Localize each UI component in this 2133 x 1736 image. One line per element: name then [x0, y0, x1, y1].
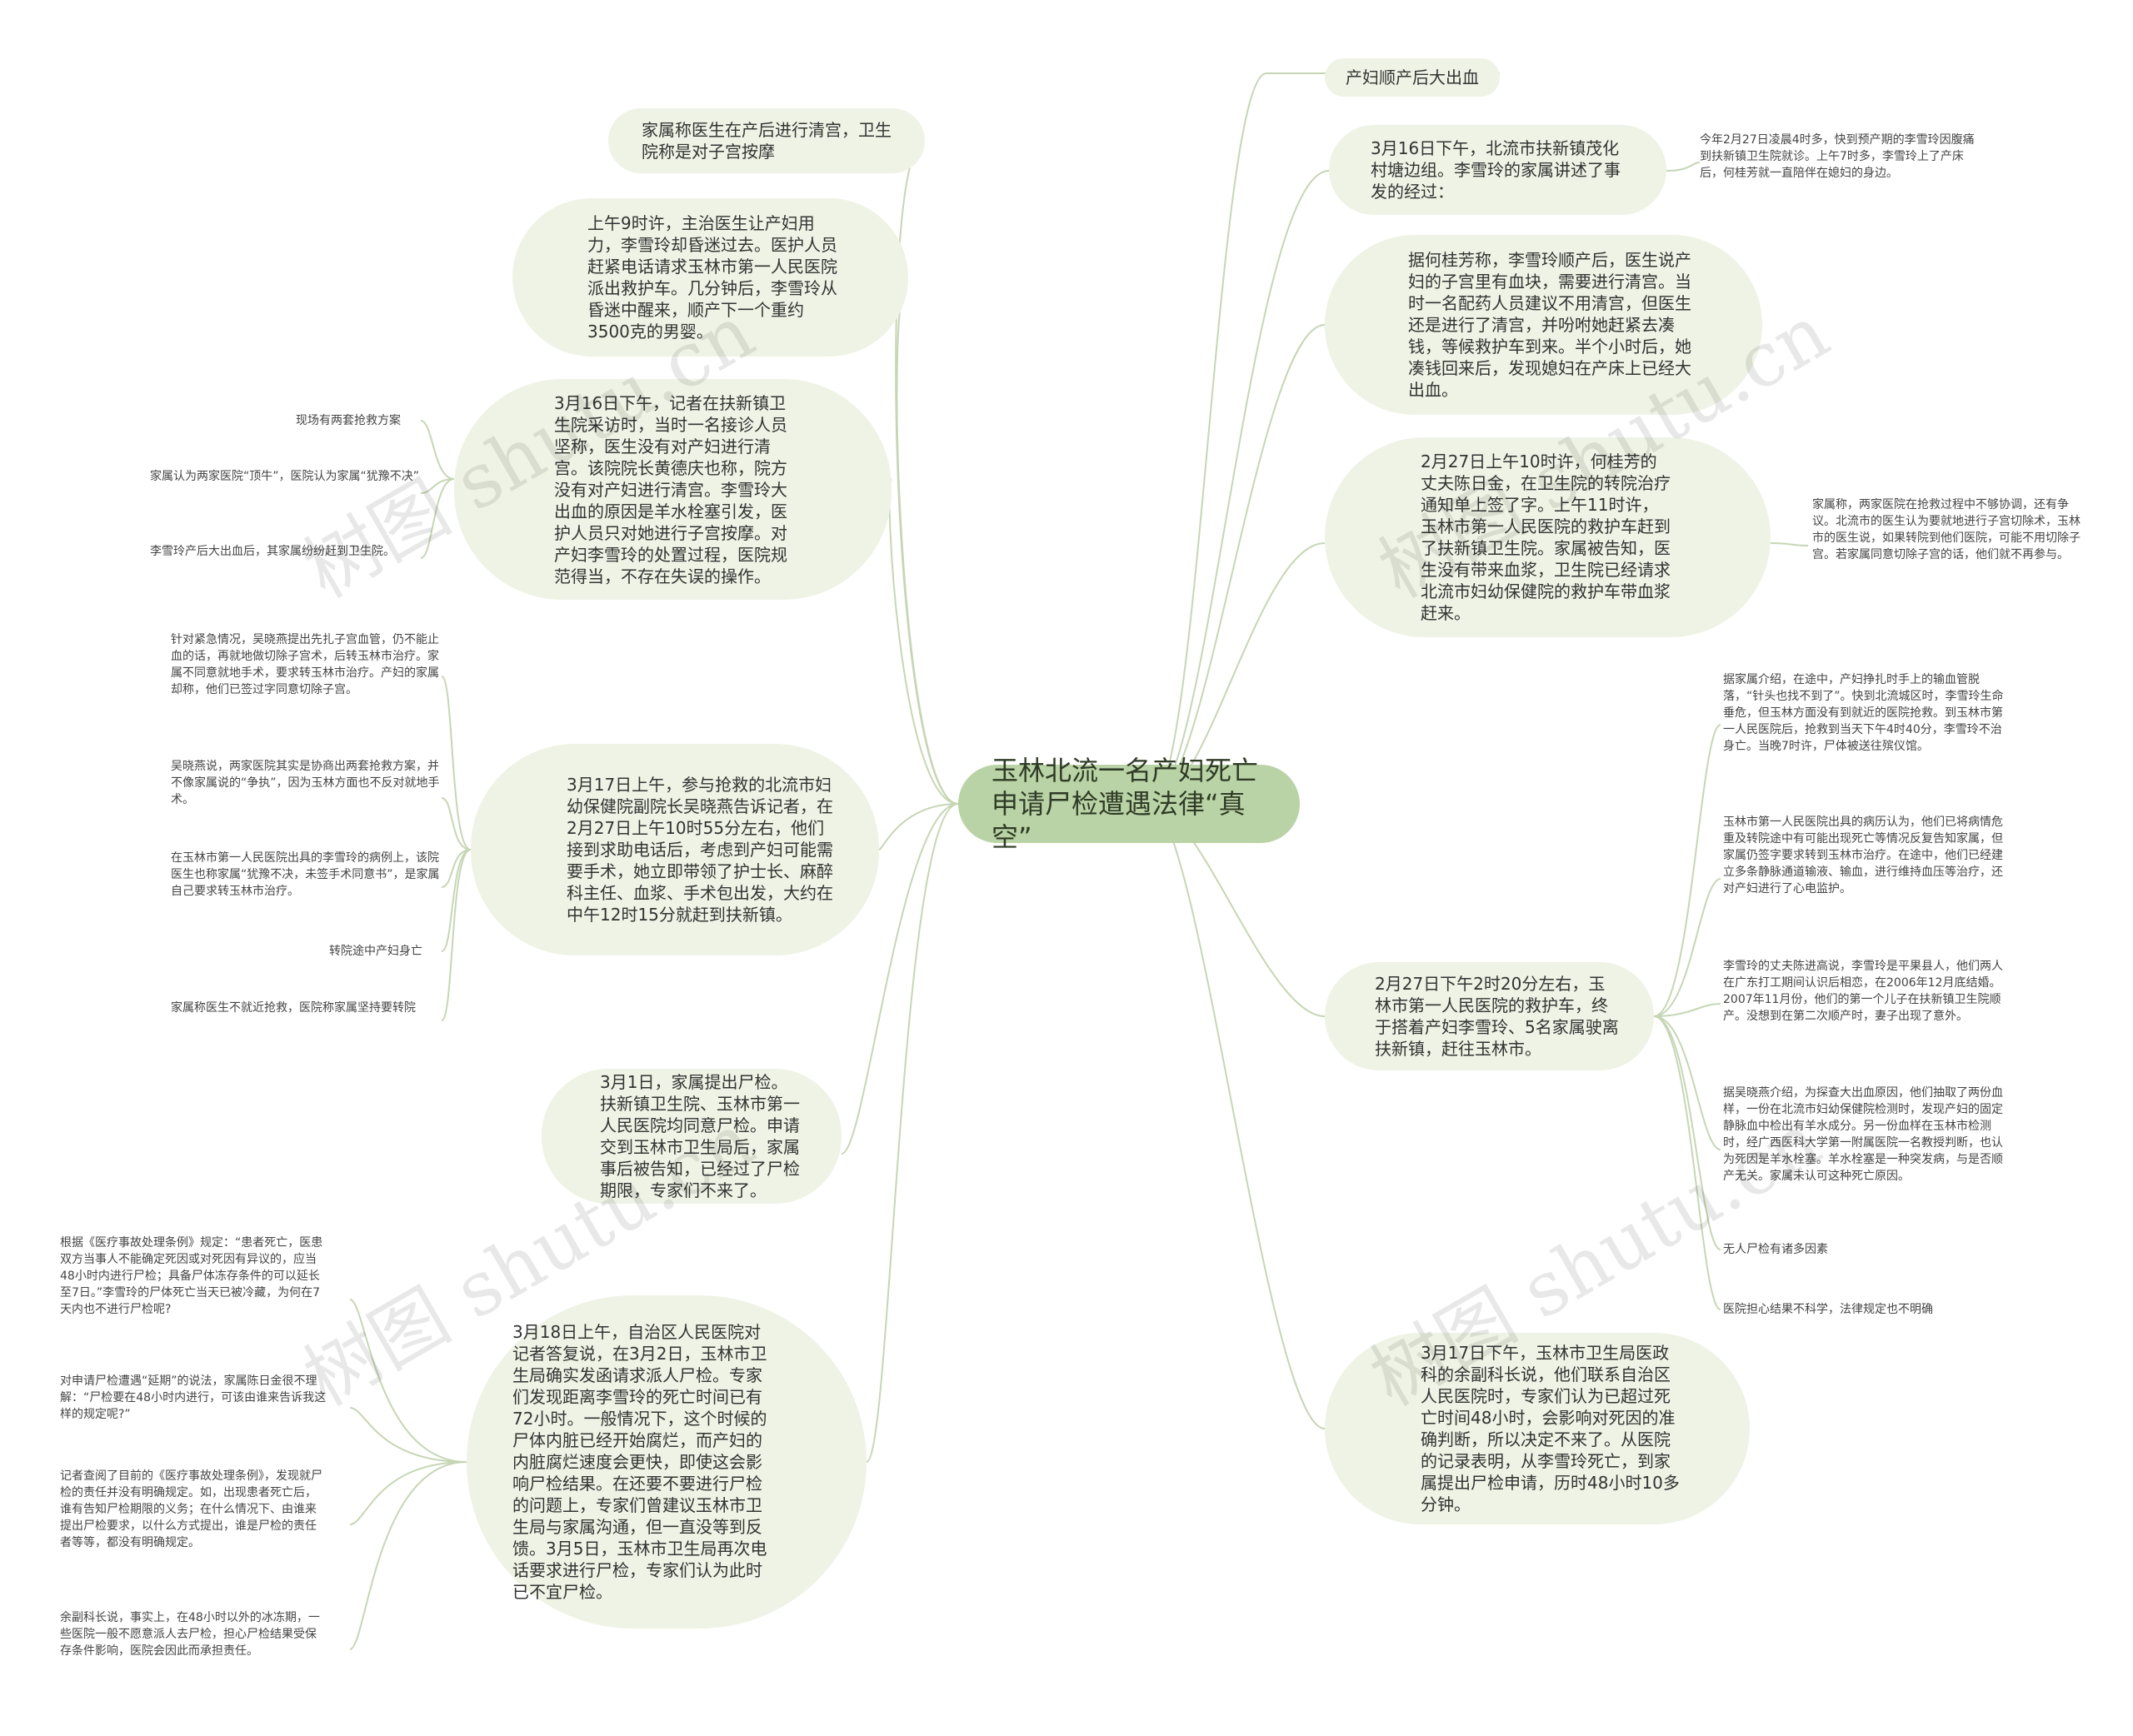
left-branch-6-text: 3月18日上午，自治区人民医院对记者答复说，在3月2日，玉林市卫生局确实发函请求…	[512, 1322, 767, 1602]
left-branch-3-text: 3月16日下午，记者在扶新镇卫生院采访时，当时一名接诊人员坚称，医生没有对产妇进…	[554, 392, 787, 586]
left-branch-1[interactable]: 家属称医生在产后进行清宫，卫生院称是对子宫按摩	[608, 108, 925, 173]
right-branch-5-text: 2月27日下午2时20分左右，玉林市第一人民医院的救护车，终于搭着产妇李雪玲、5…	[1375, 974, 1619, 1059]
left-b4-leaf-2[interactable]: 吴晓燕说，两家医院其实是协商出两套抢救方案，并不像家属说的“争执”，因为玉林方面…	[171, 760, 440, 806]
right-branch-6-text: 3月17日下午，玉林市卫生局医政科的余副科长说，他们联系自治区人民医院时，专家们…	[1421, 1343, 1680, 1514]
right-branch-5[interactable]: 2月27日下午2时20分左右，玉林市第一人民医院的救护车，终于搭着产妇李雪玲、5…	[1325, 962, 1654, 1070]
right-b5-leaf-4[interactable]: 据吴晓燕介绍，为探查大出血原因，他们抽取了两份血样，一份在北流市妇幼保健院检测时…	[1723, 1086, 2003, 1183]
left-b4-leaf-4[interactable]: 转院途中产妇身亡	[329, 945, 422, 958]
left-branch-2-text: 上午9时许，主治医生让产妇用力，李雪玲却昏迷过去。医护人员赶紧电话请求玉林市第一…	[587, 213, 837, 342]
right-branch-2[interactable]: 3月16日下午，北流市扶新镇茂化村塘边组。李雪玲的家属讲述了事发的经过：	[1329, 125, 1666, 215]
left-branch-4[interactable]: 3月17日上午，参与抢救的北流市妇幼保健院副院长吴晓燕告诉记者，在2月27日上午…	[471, 744, 879, 955]
left-b4-leaf-5[interactable]: 家属称医生不就近抢救，医院称家属坚持要转院	[171, 1001, 416, 1015]
left-branch-3[interactable]: 3月16日下午，记者在扶新镇卫生院采访时，当时一名接诊人员坚称，医生没有对产妇进…	[454, 379, 892, 600]
left-b3-leaf-1[interactable]: 现场有两套抢救方案	[296, 414, 401, 427]
right-branch-4-text: 2月27日上午10时许，何桂芳的丈夫陈日金，在卫生院的转院治疗通知单上签了字。上…	[1421, 451, 1671, 623]
left-branch-4-text: 3月17日上午，参与抢救的北流市妇幼保健院副院长吴晓燕告诉记者，在2月27日上午…	[567, 775, 833, 925]
right-branch-3-text: 据何桂芳称，李雪玲顺产后，医生说产妇的子宫里有血块，需要进行清宫。当时一名配药人…	[1408, 250, 1691, 400]
right-branch-4[interactable]: 2月27日上午10时许，何桂芳的丈夫陈日金，在卫生院的转院治疗通知单上签了字。上…	[1325, 437, 1771, 637]
right-b5-leaf-5[interactable]: 无人尸检有诸多因素	[1723, 1243, 1828, 1256]
left-b3-leaf-2[interactable]: 家属认为两家医院“顶牛”，医院认为家属“犹豫不决”	[150, 470, 420, 483]
right-branch-6[interactable]: 3月17日下午，玉林市卫生局医政科的余副科长说，他们联系自治区人民医院时，专家们…	[1325, 1333, 1750, 1524]
right-b5-leaf-6[interactable]: 医院担心结果不科学，法律规定也不明确	[1723, 1303, 1933, 1316]
left-b6-leaf-3[interactable]: 记者查阅了目前的《医疗事故处理条例》，发现就尸检的责任并没有明确规定。如，出现患…	[60, 1469, 322, 1549]
left-b6-leaf-1[interactable]: 根据《医疗事故处理条例》规定：“患者死亡，医患双方当事人不能确定死因或对死因有异…	[60, 1236, 323, 1316]
left-branch-5-text: 3月1日，家属提出尸检。扶新镇卫生院、玉林市第一人民医院均同意尸检。申请交到玉林…	[600, 1072, 800, 1200]
right-branch-1-text: 产妇顺产后大出血	[1346, 67, 1479, 87]
root-node[interactable]: 玉林北流一名产妇死亡申请尸检遭遇法律“真空”	[958, 755, 1300, 853]
left-branch-6[interactable]: 3月18日上午，自治区人民医院对记者答复说，在3月2日，玉林市卫生局确实发函请求…	[467, 1295, 867, 1629]
right-b5-leaf-1[interactable]: 据家属介绍，在途中，产妇挣扎时手上的输血管脱落，“针头也找不到了”。快到北流城区…	[1723, 673, 2004, 753]
left-branch-1-text: 家属称医生在产后进行清宫，卫生院称是对子宫按摩	[642, 120, 892, 162]
right-b5-leaf-3[interactable]: 李雪玲的丈夫陈进高说，李雪玲是平果县人，他们两人在广东打工期间认识后相恋，在20…	[1723, 960, 2003, 1023]
right-b4-leaf-1[interactable]: 家属称，两家医院在抢救过程中不够协调，还有争议。北流市的医生认为要就地进行子宫切…	[1812, 498, 2081, 561]
left-b6-leaf-4[interactable]: 余副科长说，事实上，在48小时以外的冰冻期，一些医院一般不愿意派人去尸检，担心尸…	[60, 1611, 320, 1658]
right-b2-leaf-1[interactable]: 今年2月27日凌晨4时多，快到预产期的李雪玲因腹痛到扶新镇卫生院就诊。上午7时多…	[1700, 133, 1975, 180]
right-branch-3[interactable]: 据何桂芳称，李雪玲顺产后，医生说产妇的子宫里有血块，需要进行清宫。当时一名配药人…	[1325, 235, 1762, 415]
left-b4-leaf-1[interactable]: 针对紧急情况，吴晓燕提出先扎子宫血管，仍不能止血的话，再就地做切除子宫术，后转玉…	[171, 633, 439, 696]
root-text: 玉林北流一名产妇死亡申请尸检遭遇法律“真空”	[992, 755, 1259, 853]
left-b4-leaf-3[interactable]: 在玉林市第一人民医院出具的李雪玲的病例上，该院医生也称家属“犹豫不决，未签手术同…	[171, 851, 440, 898]
right-b5-leaf-2[interactable]: 玉林市第一人民医院出具的病历认为，他们已将病情危重及转院途中有可能出现死亡等情况…	[1723, 816, 2003, 895]
left-branch-5[interactable]: 3月1日，家属提出尸检。扶新镇卫生院、玉林市第一人民医院均同意尸检。申请交到玉林…	[542, 1069, 842, 1204]
left-b6-leaf-2[interactable]: 对申请尸检遭遇“延期”的说法，家属陈日金很不理解：“尸检要在48小时内进行，可该…	[60, 1374, 327, 1421]
left-branch-2[interactable]: 上午9时许，主治医生让产妇用力，李雪玲却昏迷过去。医护人员赶紧电话请求玉林市第一…	[512, 198, 908, 357]
right-branch-1[interactable]: 产妇顺产后大出血	[1325, 58, 1500, 97]
right-branch-2-text: 3月16日下午，北流市扶新镇茂化村塘边组。李雪玲的家属讲述了事发的经过：	[1371, 138, 1621, 202]
left-b3-leaf-3[interactable]: 李雪玲产后大出血后，其家属纷纷赶到卫生院。	[150, 545, 395, 558]
